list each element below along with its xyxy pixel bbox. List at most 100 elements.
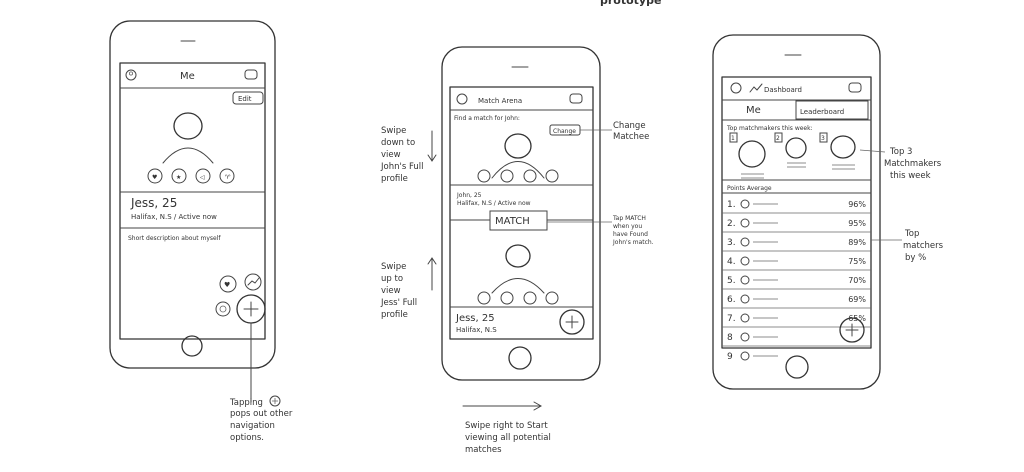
settings-icon[interactable] (215, 301, 231, 317)
leaderboard-row[interactable]: 9 (727, 351, 778, 362)
edit-button-label[interactable]: Edit (238, 95, 252, 103)
chat-icon[interactable] (848, 82, 862, 93)
svg-text:John's match.: John's match. (612, 239, 654, 246)
svg-text:view: view (381, 150, 401, 160)
svg-text:Top: Top (904, 229, 919, 239)
tab-me[interactable]: Me (746, 105, 761, 116)
annotation-swipe-right: Swipe right to Start viewing all potenti… (462, 401, 551, 455)
row-percentage: 75% (848, 257, 866, 266)
row-avatar (740, 313, 750, 323)
star-icon[interactable] (500, 291, 514, 305)
shoulders (491, 161, 545, 179)
svg-text:profile: profile (381, 174, 408, 184)
svg-text:view: view (381, 286, 401, 296)
row-rank: 7. (727, 314, 736, 324)
svg-text:up to: up to (381, 274, 403, 284)
svg-text:Change: Change (613, 121, 646, 131)
heart-icon[interactable] (219, 275, 237, 293)
leaderboard-row[interactable]: 6.69% (722, 294, 871, 309)
svg-text:this week: this week (890, 171, 931, 181)
phone-screen (449, 86, 594, 340)
leaderboard-row[interactable]: 3. 89% (722, 237, 871, 252)
svg-text:♥: ♥ (152, 174, 157, 181)
heart-icon[interactable] (147, 168, 163, 184)
row-rank: 1. (727, 200, 736, 210)
row-percentage: 96% (848, 200, 866, 209)
megaphone-icon[interactable] (195, 168, 211, 184)
john-location: Halifax, N.S / Active now (457, 200, 531, 207)
profile-icon[interactable] (125, 69, 137, 81)
svg-text:◁: ◁ (200, 174, 205, 181)
svg-text:navigation: navigation (230, 421, 275, 431)
megaphone-icon[interactable] (545, 291, 559, 305)
points-average-title: Points Average (727, 185, 772, 192)
svg-text:have Found: have Found (613, 231, 648, 238)
balloon-icon[interactable] (219, 168, 235, 184)
jess-photo (505, 244, 531, 268)
svg-text:Tapping: Tapping (229, 398, 263, 408)
heart-icon[interactable] (477, 291, 491, 305)
home-button[interactable] (508, 346, 532, 370)
svg-text:★: ★ (176, 174, 181, 181)
rank-badge (729, 132, 738, 143)
chat-icon[interactable] (569, 93, 583, 104)
leaderboard-row[interactable]: 2. 95% (722, 218, 871, 233)
tab-leaderboard[interactable]: Leaderboard (800, 108, 844, 116)
plus-icon (243, 301, 259, 317)
home-button[interactable] (181, 335, 203, 357)
profile-photo (173, 112, 203, 140)
screen-title: Me (180, 71, 195, 82)
change-button-label[interactable]: Change (553, 128, 576, 135)
leaderboard-row[interactable]: 4.75% (722, 256, 871, 271)
phone-body (441, 46, 601, 381)
trend-icon (749, 83, 763, 93)
trend-icon[interactable] (523, 291, 537, 305)
trend-icon[interactable] (523, 169, 537, 183)
star-icon[interactable] (171, 168, 187, 184)
phone-screen (119, 62, 266, 340)
annotation-swipe-down: Swipe down to view John's Full profile (380, 126, 437, 184)
row-avatar (740, 351, 750, 361)
shoulders (491, 278, 545, 294)
edit-button[interactable] (232, 91, 264, 105)
annotation-tapping: Tapping pops out other navigation option… (229, 395, 293, 443)
leaderboard-row[interactable]: 7.65% (722, 313, 871, 328)
row-rank: 2. (727, 219, 736, 229)
leaderboard-row[interactable]: 1. 96% (722, 199, 871, 214)
match-button-label[interactable]: MATCH (495, 216, 530, 227)
row-avatar (740, 275, 750, 285)
screen-title: Dashboard (764, 86, 802, 94)
annotation-top3: Top 3 Matchmakers this week (859, 147, 942, 181)
svg-text:pops out other: pops out other (230, 409, 293, 419)
trend-icon[interactable] (244, 273, 262, 291)
profile-icon[interactable] (456, 93, 468, 105)
svg-text:Top 3: Top 3 (889, 147, 912, 157)
svg-text:down to: down to (381, 138, 415, 148)
megaphone-icon[interactable] (545, 169, 559, 183)
row-percentage: 89% (848, 238, 866, 247)
svg-text:Matchmakers: Matchmakers (884, 159, 942, 169)
row-avatar (740, 199, 750, 209)
leaderboard-row[interactable]: 5.70% (722, 275, 871, 290)
row-percentage: 95% (848, 219, 866, 228)
row-avatar (740, 332, 750, 342)
svg-text:♈: ♈ (225, 174, 231, 181)
leaderboard-list: 1. 96% 2. 95% 3. 89% 4.75% 5.70% 6.69% 7.65% 8 9 (722, 199, 871, 362)
row-rank: 3. (727, 238, 736, 248)
plus-fab-button[interactable] (559, 309, 585, 335)
tab-leaderboard-box[interactable] (795, 100, 869, 120)
annotation-tap-match: Tap MATCH when you have Found John's mat… (612, 215, 654, 246)
heart-icon[interactable] (477, 169, 491, 183)
jess-location: Halifax, N.S (456, 326, 497, 334)
leaderboard-row[interactable]: 8 (722, 332, 871, 347)
row-avatar (740, 237, 750, 247)
home-button[interactable] (785, 355, 809, 379)
annotation-swipe-up: Swipe up to view Jess' Full profile (380, 257, 437, 320)
svg-text:matches: matches (465, 445, 502, 455)
plus-fab-button[interactable] (839, 317, 865, 343)
profile-icon[interactable] (730, 82, 742, 94)
svg-text:Jess' Full: Jess' Full (380, 298, 417, 308)
john-photo (504, 133, 532, 159)
chat-icon[interactable] (244, 69, 258, 80)
star-icon[interactable] (500, 169, 514, 183)
